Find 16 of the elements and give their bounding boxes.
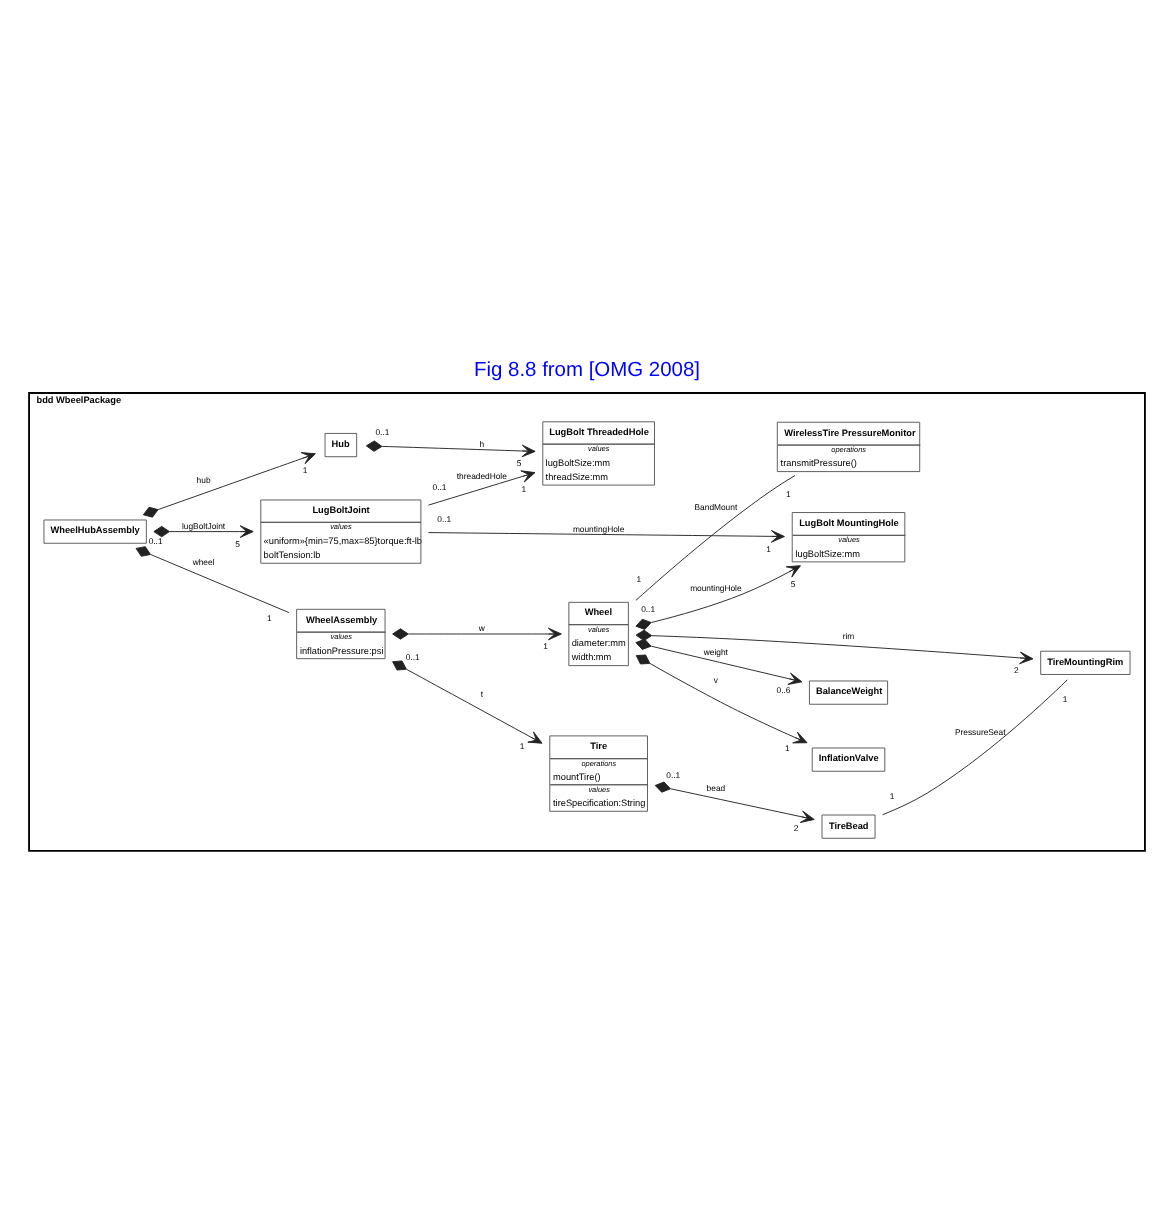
arrow: [427, 470, 536, 506]
connector: [882, 679, 1068, 816]
diagram-title: Fig 8.8 from [OMG 2008]: [473, 359, 701, 382]
arrow: [392, 627, 562, 641]
arrow: [635, 638, 803, 685]
arrow: [365, 440, 536, 458]
connector: [635, 475, 796, 601]
arrow: [392, 660, 543, 744]
arrow: [153, 525, 254, 538]
arrow: [635, 629, 1034, 665]
arrow: [635, 565, 801, 630]
arrow: [635, 654, 808, 744]
arrow: [142, 452, 316, 518]
connector: [135, 546, 290, 614]
arrow: [427, 530, 785, 543]
arrow: [654, 781, 815, 823]
